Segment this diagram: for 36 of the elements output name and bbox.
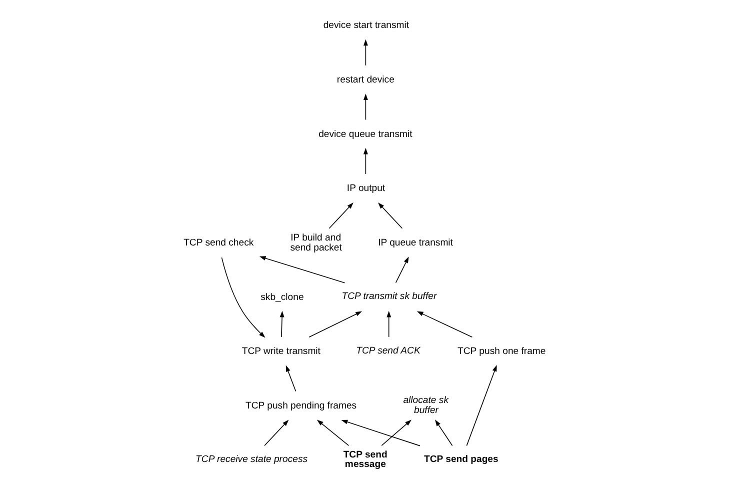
node-text: IP build and send packet — [290, 232, 342, 254]
arrow — [264, 420, 289, 446]
arrow — [308, 311, 362, 338]
node-text: TCP send pages — [424, 454, 498, 465]
node-text: IP output — [346, 183, 386, 194]
arrow — [435, 420, 453, 446]
node-text: TCP write transmit — [242, 346, 320, 358]
arrow — [363, 148, 368, 174]
node-text: TCP receive state process — [196, 454, 308, 465]
arrow — [395, 256, 409, 284]
arrow — [316, 420, 350, 446]
arrow — [341, 420, 420, 446]
node-text: IP queue transmit — [378, 237, 453, 248]
node-text: TCP send ACK — [356, 345, 420, 356]
arrow — [286, 365, 296, 392]
node-text: device start transmit — [323, 20, 410, 32]
node-text: restart device — [336, 74, 394, 86]
arrow — [221, 257, 266, 338]
arrow — [363, 39, 368, 66]
arrow — [416, 311, 473, 338]
node-text: device queue transmit — [318, 128, 412, 140]
arrow — [378, 202, 403, 229]
arrow — [280, 310, 284, 338]
arrow — [328, 202, 354, 229]
node-text: TCP send check — [184, 237, 254, 248]
node-text: TCP push pending frames — [245, 400, 357, 412]
arrow — [259, 256, 346, 284]
node-text: allocate sk buffer — [403, 395, 449, 416]
arrow — [386, 310, 392, 338]
arrow — [381, 420, 412, 446]
arrow — [363, 94, 368, 120]
node-text: TCP send message — [343, 450, 388, 470]
arrow — [466, 365, 497, 446]
node-text: skb_clone — [260, 292, 304, 303]
node-text: TCP transmit sk buffer — [342, 290, 437, 302]
node-text: TCP push one frame — [458, 346, 546, 358]
